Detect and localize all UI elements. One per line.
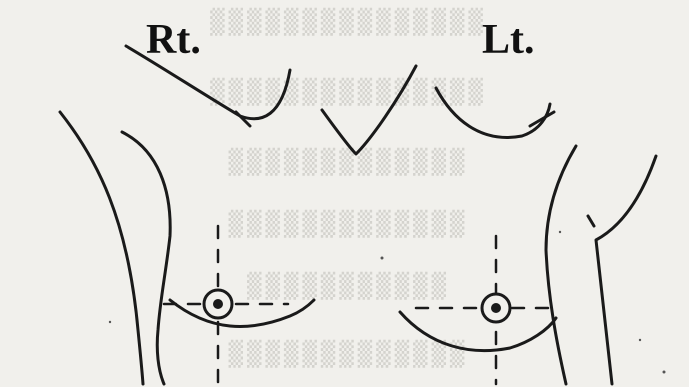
left-arm-outline: [596, 156, 656, 384]
right-arm-outline: [60, 112, 143, 384]
left-breast-contour: [400, 312, 556, 351]
left-nipple: [491, 303, 501, 313]
right-side-label: Rt.: [146, 16, 201, 64]
left-axilla-tick: [588, 216, 594, 226]
right-flank-line: [122, 132, 170, 384]
scan-specks: [109, 231, 666, 374]
left-side-label: Lt.: [482, 16, 535, 64]
right-nipple: [213, 299, 223, 309]
neck-notch: [322, 66, 416, 154]
left-flank-line: [546, 146, 576, 384]
left-clavicle-line: [436, 88, 550, 137]
